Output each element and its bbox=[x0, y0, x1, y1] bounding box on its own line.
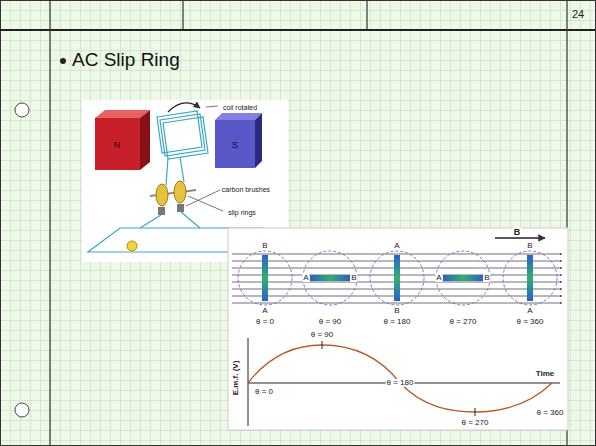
coil-end-label: B bbox=[393, 307, 400, 315]
coil-end-label: B bbox=[261, 242, 268, 250]
angle-label: θ = 0 bbox=[255, 318, 275, 326]
coil-end-label: A bbox=[435, 274, 442, 282]
angle-label: θ = 270 bbox=[461, 419, 490, 427]
angle-label: θ = 360 bbox=[536, 409, 565, 417]
angle-label: θ = 180 bbox=[383, 318, 412, 326]
magnet-pole: S bbox=[231, 141, 239, 150]
angle-label: θ = 360 bbox=[516, 318, 545, 326]
coil-end-label: B bbox=[350, 274, 357, 282]
coil-end-label: B bbox=[483, 274, 490, 282]
angle-label: θ = 90 bbox=[318, 318, 342, 326]
axis-label: E.m.f. (V) bbox=[232, 360, 240, 397]
coil-end-label: A bbox=[393, 242, 400, 250]
emf-illustration bbox=[228, 228, 568, 430]
coil-end-label: A bbox=[302, 274, 309, 282]
axis-label: Time bbox=[535, 370, 556, 378]
page-number: 24 bbox=[571, 9, 585, 20]
angle-label: θ = 270 bbox=[449, 318, 478, 326]
coil-end-label: A bbox=[261, 307, 268, 315]
angle-label: θ = 180 bbox=[386, 379, 415, 387]
magnet-pole: N bbox=[113, 141, 122, 150]
part-label: coil rotated bbox=[222, 104, 258, 111]
field-label: B bbox=[513, 228, 522, 237]
part-label: slip rings bbox=[227, 209, 257, 216]
part-label: carbon brushes bbox=[221, 186, 271, 193]
slide-title: AC Slip Ring bbox=[72, 50, 180, 71]
angle-label: θ = 0 bbox=[254, 388, 274, 396]
coil-end-label: A bbox=[526, 307, 533, 315]
coil-end-label: B bbox=[526, 242, 533, 250]
angle-label: θ = 90 bbox=[310, 331, 334, 339]
